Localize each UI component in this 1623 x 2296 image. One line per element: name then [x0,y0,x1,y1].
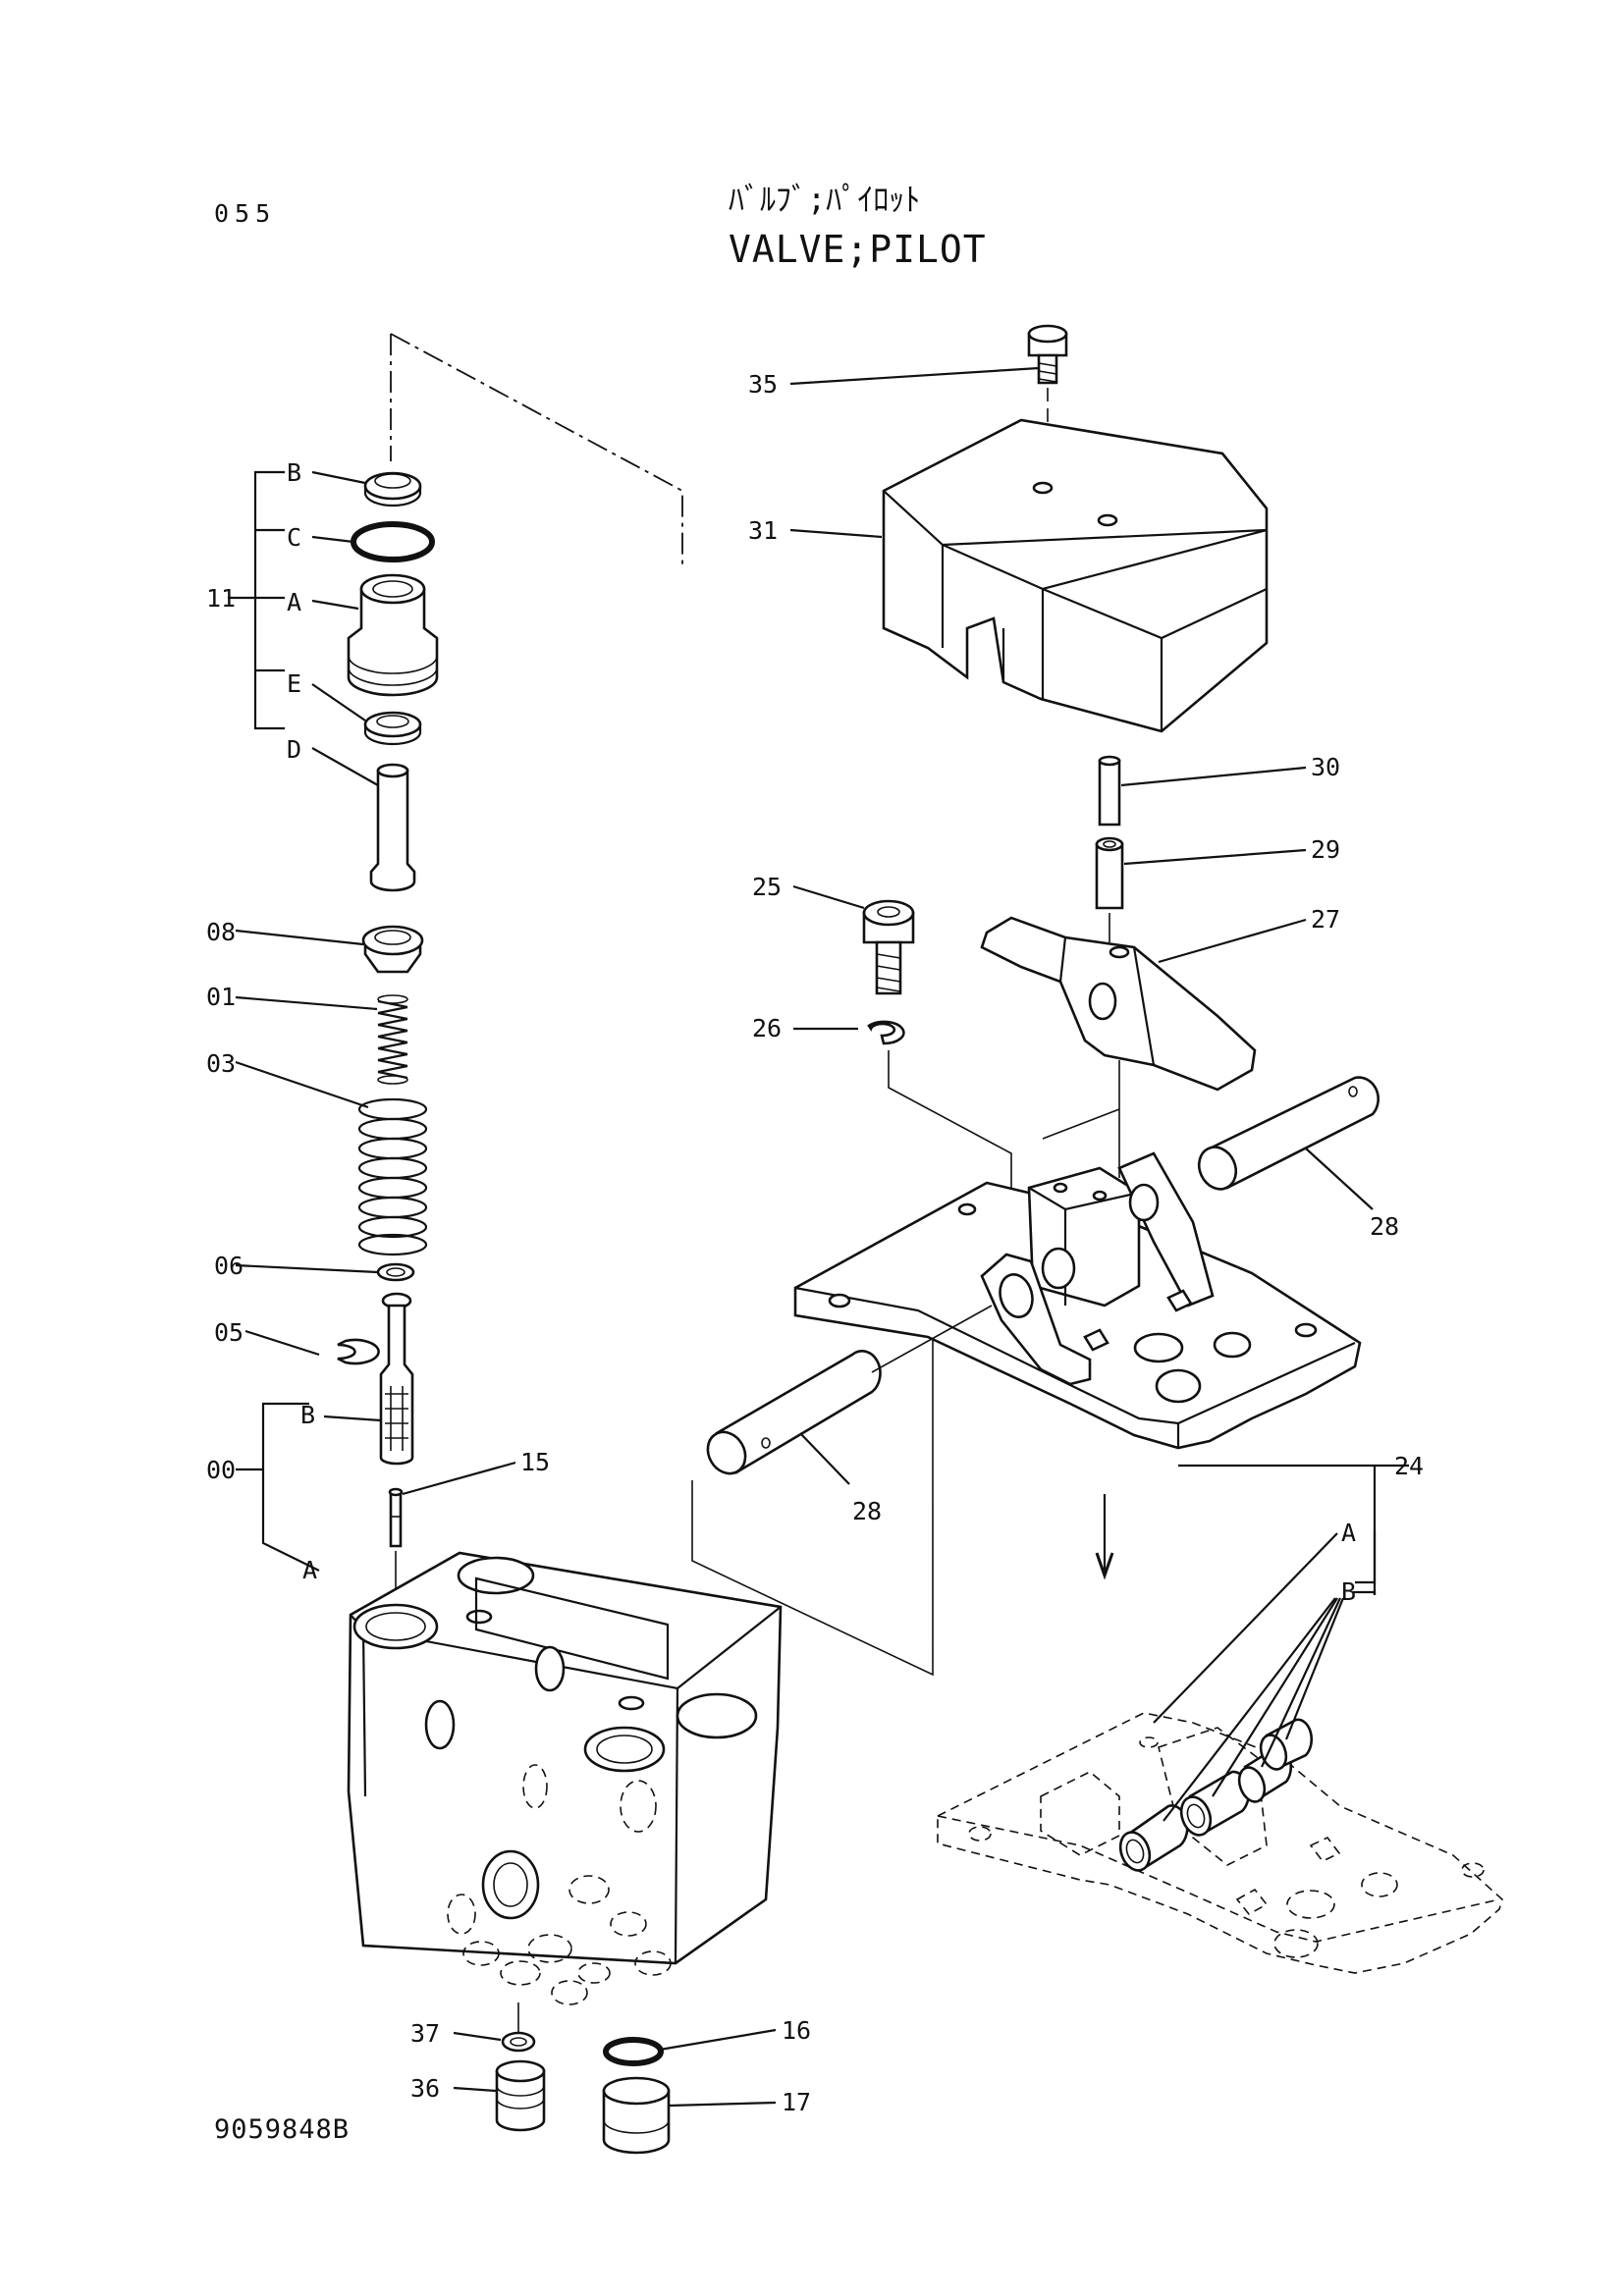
seal-ring-11b [363,471,422,507]
callout-11a: A [287,588,301,616]
callout-16: 16 [782,2016,811,2045]
plug-36 [495,2059,546,2132]
callout-28-lower: 28 [852,1497,882,1525]
cam-27 [980,916,1257,1092]
washer-06 [376,1262,415,1282]
callout-24b: B [1341,1577,1356,1606]
callout-24a: A [1341,1519,1356,1547]
callout-37: 37 [410,2019,440,2048]
bolt-25 [862,899,915,995]
bracket-24 [1178,1464,1409,1595]
base-plate-24-detail [937,1712,1503,1974]
callout-00: 00 [206,1456,236,1484]
inner-spring-01 [377,994,408,1085]
callout-28-upper: 28 [1370,1212,1399,1241]
leader-30 [1120,766,1307,787]
leader-28-lower [799,1432,850,1485]
callout-00b: B [300,1401,315,1429]
sleeve-11d [369,763,416,892]
callout-11d: D [287,735,301,764]
callout-00a: A [302,1556,317,1584]
title-english: VALVE;PILOT [729,228,987,271]
title-japanese: ﾊﾞﾙﾌﾞ;ﾊﾟｲﾛｯﾄ [729,181,921,218]
leader-03 [235,1060,369,1109]
leader-29 [1123,848,1307,866]
bushing-11a [347,573,439,697]
callout-08: 08 [206,918,236,946]
cover-31 [882,418,1269,733]
main-spring-03 [357,1097,428,1256]
callout-31: 31 [748,516,778,545]
callout-11: 11 [206,584,236,613]
spring-seat-08 [361,925,424,974]
callout-01: 01 [206,983,236,1011]
bushing-29 [1095,836,1124,910]
callout-25: 25 [752,873,782,901]
leader-35 [789,366,1040,386]
callout-labels: B C 11 A E D 08 01 03 06 05 B 00 15 A 37… [206,370,1424,2116]
leader-36 [453,2086,497,2093]
leader-28-upper [1305,1148,1374,1210]
valve-body-00a [347,1551,783,2005]
leader-17 [669,2101,777,2108]
pin-28-upper [1197,1076,1380,1191]
ring-11e [363,711,422,746]
callout-11b: B [287,458,301,487]
callout-17: 17 [782,2088,811,2116]
axis-28-lower [871,1305,993,1373]
base-plate-24 [793,1151,1362,1450]
pin-28-lower [706,1350,882,1475]
leader-27 [1158,918,1307,964]
callout-30: 30 [1311,753,1340,781]
leader-08 [235,929,364,946]
alignment-line-left [390,333,683,564]
callout-05: 05 [214,1318,243,1347]
snap-ring-05 [337,1338,380,1365]
assembly-axes-right [888,1050,1120,1217]
plug-17 [602,2076,671,2155]
callout-24: 24 [1394,1452,1424,1480]
callout-06: 06 [214,1252,243,1280]
callout-15: 15 [520,1448,550,1476]
leader-31 [789,528,883,539]
callout-29: 29 [1311,835,1340,864]
leader-15 [402,1461,516,1496]
o-ring-11c [351,521,435,562]
pin-15 [388,1487,404,1548]
leader-16 [659,2028,777,2052]
callout-11e: E [287,669,301,698]
leader-37 [453,2031,502,2042]
callout-35: 35 [748,370,778,399]
e-ring-26 [867,1020,905,1045]
detail-arrow [1095,1494,1114,1580]
leader-01 [235,995,378,1011]
leader-05 [244,1329,320,1357]
leaders-24-detail [1153,1532,1345,1822]
o-ring-37 [501,2031,536,2053]
bracket-11 [228,470,285,730]
spool-00b [379,1292,414,1466]
callout-27: 27 [1311,905,1340,934]
page-code: 055 [214,199,277,228]
callout-36: 36 [410,2074,440,2103]
bracket-00 [236,1402,382,1572]
leaders-11 [311,470,379,786]
callout-11c: C [287,523,301,552]
bolt-35 [1027,324,1068,385]
leader-25 [792,884,865,910]
callout-03: 03 [206,1049,236,1078]
drawing-number: 9059848B [214,2114,351,2145]
callout-26: 26 [752,1014,782,1042]
assembly-frame-lines [691,1340,934,1677]
pin-30 [1098,755,1121,827]
o-ring-16 [603,2037,664,2066]
leader-06 [235,1263,378,1274]
